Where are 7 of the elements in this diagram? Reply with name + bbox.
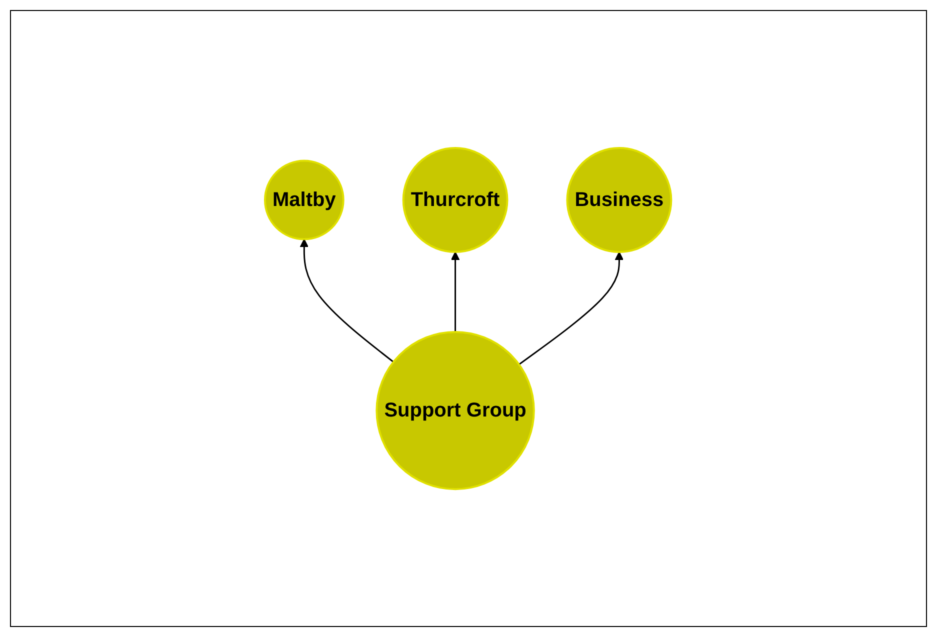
node-circle: Maltby xyxy=(264,160,345,240)
arrow xyxy=(451,251,460,332)
node-circle: Thurcroft xyxy=(402,146,509,253)
arrow xyxy=(300,238,394,363)
node-circle: Business xyxy=(566,146,673,253)
node-circle: Support Group xyxy=(376,330,536,490)
arrow xyxy=(518,251,624,365)
